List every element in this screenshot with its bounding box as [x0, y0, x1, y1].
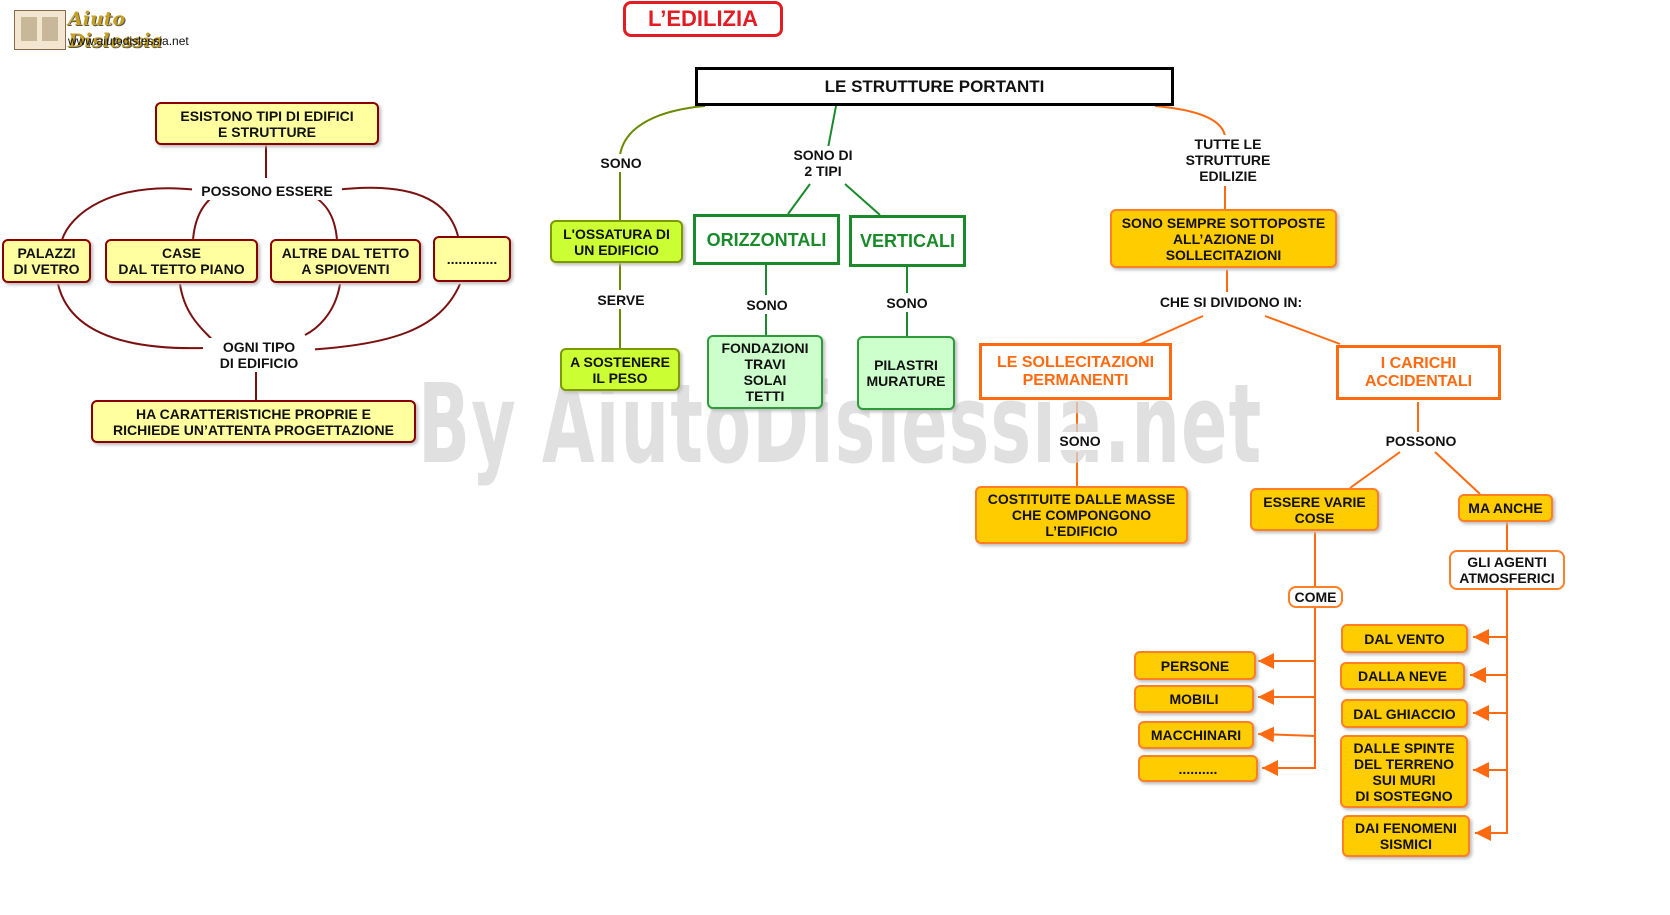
- node-vento: DAL VENTO: [1341, 624, 1468, 653]
- node-neve: DALLA NEVE: [1340, 662, 1465, 690]
- node-case: CASE DAL TETTO PIANO: [105, 239, 258, 283]
- node-permanenti: LE SOLLECITAZIONI PERMANENTI: [979, 343, 1172, 400]
- node-macchinari: MACCHINARI: [1138, 721, 1254, 749]
- node-masse: COSTITUITE DALLE MASSE CHE COMPONGONO L’…: [975, 486, 1188, 544]
- page-title: L’EDILIZIA: [623, 1, 783, 37]
- node-altro: .............: [433, 236, 511, 282]
- node-verticali: VERTICALI: [849, 215, 966, 267]
- node-tipi-edifici: ESISTONO TIPI DI EDIFICI E STRUTTURE: [155, 102, 379, 145]
- link-si-dividono: CHE SI DIVIDONO IN:: [1143, 293, 1319, 311]
- node-sostenere: A SOSTENERE IL PESO: [560, 348, 680, 391]
- node-altre: ALTRE DAL TETTO A SPIOVENTI: [270, 239, 421, 283]
- node-palazzi: PALAZZI DI VETRO: [2, 239, 91, 283]
- node-fenomeni-sismici: DAI FENOMENI SISMICI: [1342, 815, 1470, 857]
- node-sollecitazioni: SONO SEMPRE SOTTOPOSTE ALL’AZIONE DI SOL…: [1110, 209, 1337, 268]
- node-altre-cose: ..........: [1138, 755, 1258, 782]
- link-sono-orizzontali: SONO: [739, 296, 795, 314]
- link-serve: SERVE: [589, 291, 653, 309]
- logo-url: www.aiutodislessia.net: [68, 34, 189, 48]
- node-verticali-items: PILASTRI MURATURE: [857, 336, 955, 410]
- link-come: COME: [1288, 586, 1343, 608]
- link-due-tipi: SONO DI 2 TIPI: [783, 146, 863, 180]
- link-sono-verticali: SONO: [879, 294, 935, 312]
- node-mobili: MOBILI: [1134, 685, 1254, 713]
- link-sono-ossatura: SONO: [593, 154, 649, 172]
- link-possono-essere: POSSONO ESSERE: [192, 182, 342, 200]
- site-logo[interactable]: Aiuto Dislessia www.aiutodislessia.net: [14, 8, 214, 52]
- link-possono: POSSONO: [1378, 432, 1464, 450]
- node-persone: PERSONE: [1134, 651, 1256, 680]
- node-orizzontali-items: FONDAZIONI TRAVI SOLAI TETTI: [707, 335, 823, 409]
- node-ghiaccio: DAL GHIACCIO: [1341, 699, 1468, 728]
- node-ma-anche: MA ANCHE: [1458, 494, 1553, 522]
- link-sono-permanenti: SONO: [1052, 432, 1108, 450]
- book-icon: [14, 10, 66, 50]
- link-ogni-tipo: OGNI TIPO DI EDIFICIO: [203, 338, 315, 372]
- node-ossatura: L'OSSATURA DI UN EDIFICIO: [550, 220, 683, 263]
- node-agenti: GLI AGENTI ATMOSFERICI: [1449, 550, 1565, 590]
- main-node: LE STRUTTURE PORTANTI: [695, 67, 1174, 106]
- node-caratteristiche: HA CARATTERISTICHE PROPRIE E RICHIEDE UN…: [91, 400, 416, 443]
- node-varie-cose: ESSERE VARIE COSE: [1250, 488, 1379, 531]
- node-spinte-terreno: DALLE SPINTE DEL TERRENO SUI MURI DI SOS…: [1340, 735, 1468, 808]
- node-orizzontali: ORIZZONTALI: [693, 214, 840, 265]
- link-tutte-strutture: TUTTE LE STRUTTURE EDILIZIE: [1175, 135, 1281, 185]
- logo-name: Aiuto Dislessia: [68, 8, 163, 52]
- node-accidentali: I CARICHI ACCIDENTALI: [1336, 345, 1501, 400]
